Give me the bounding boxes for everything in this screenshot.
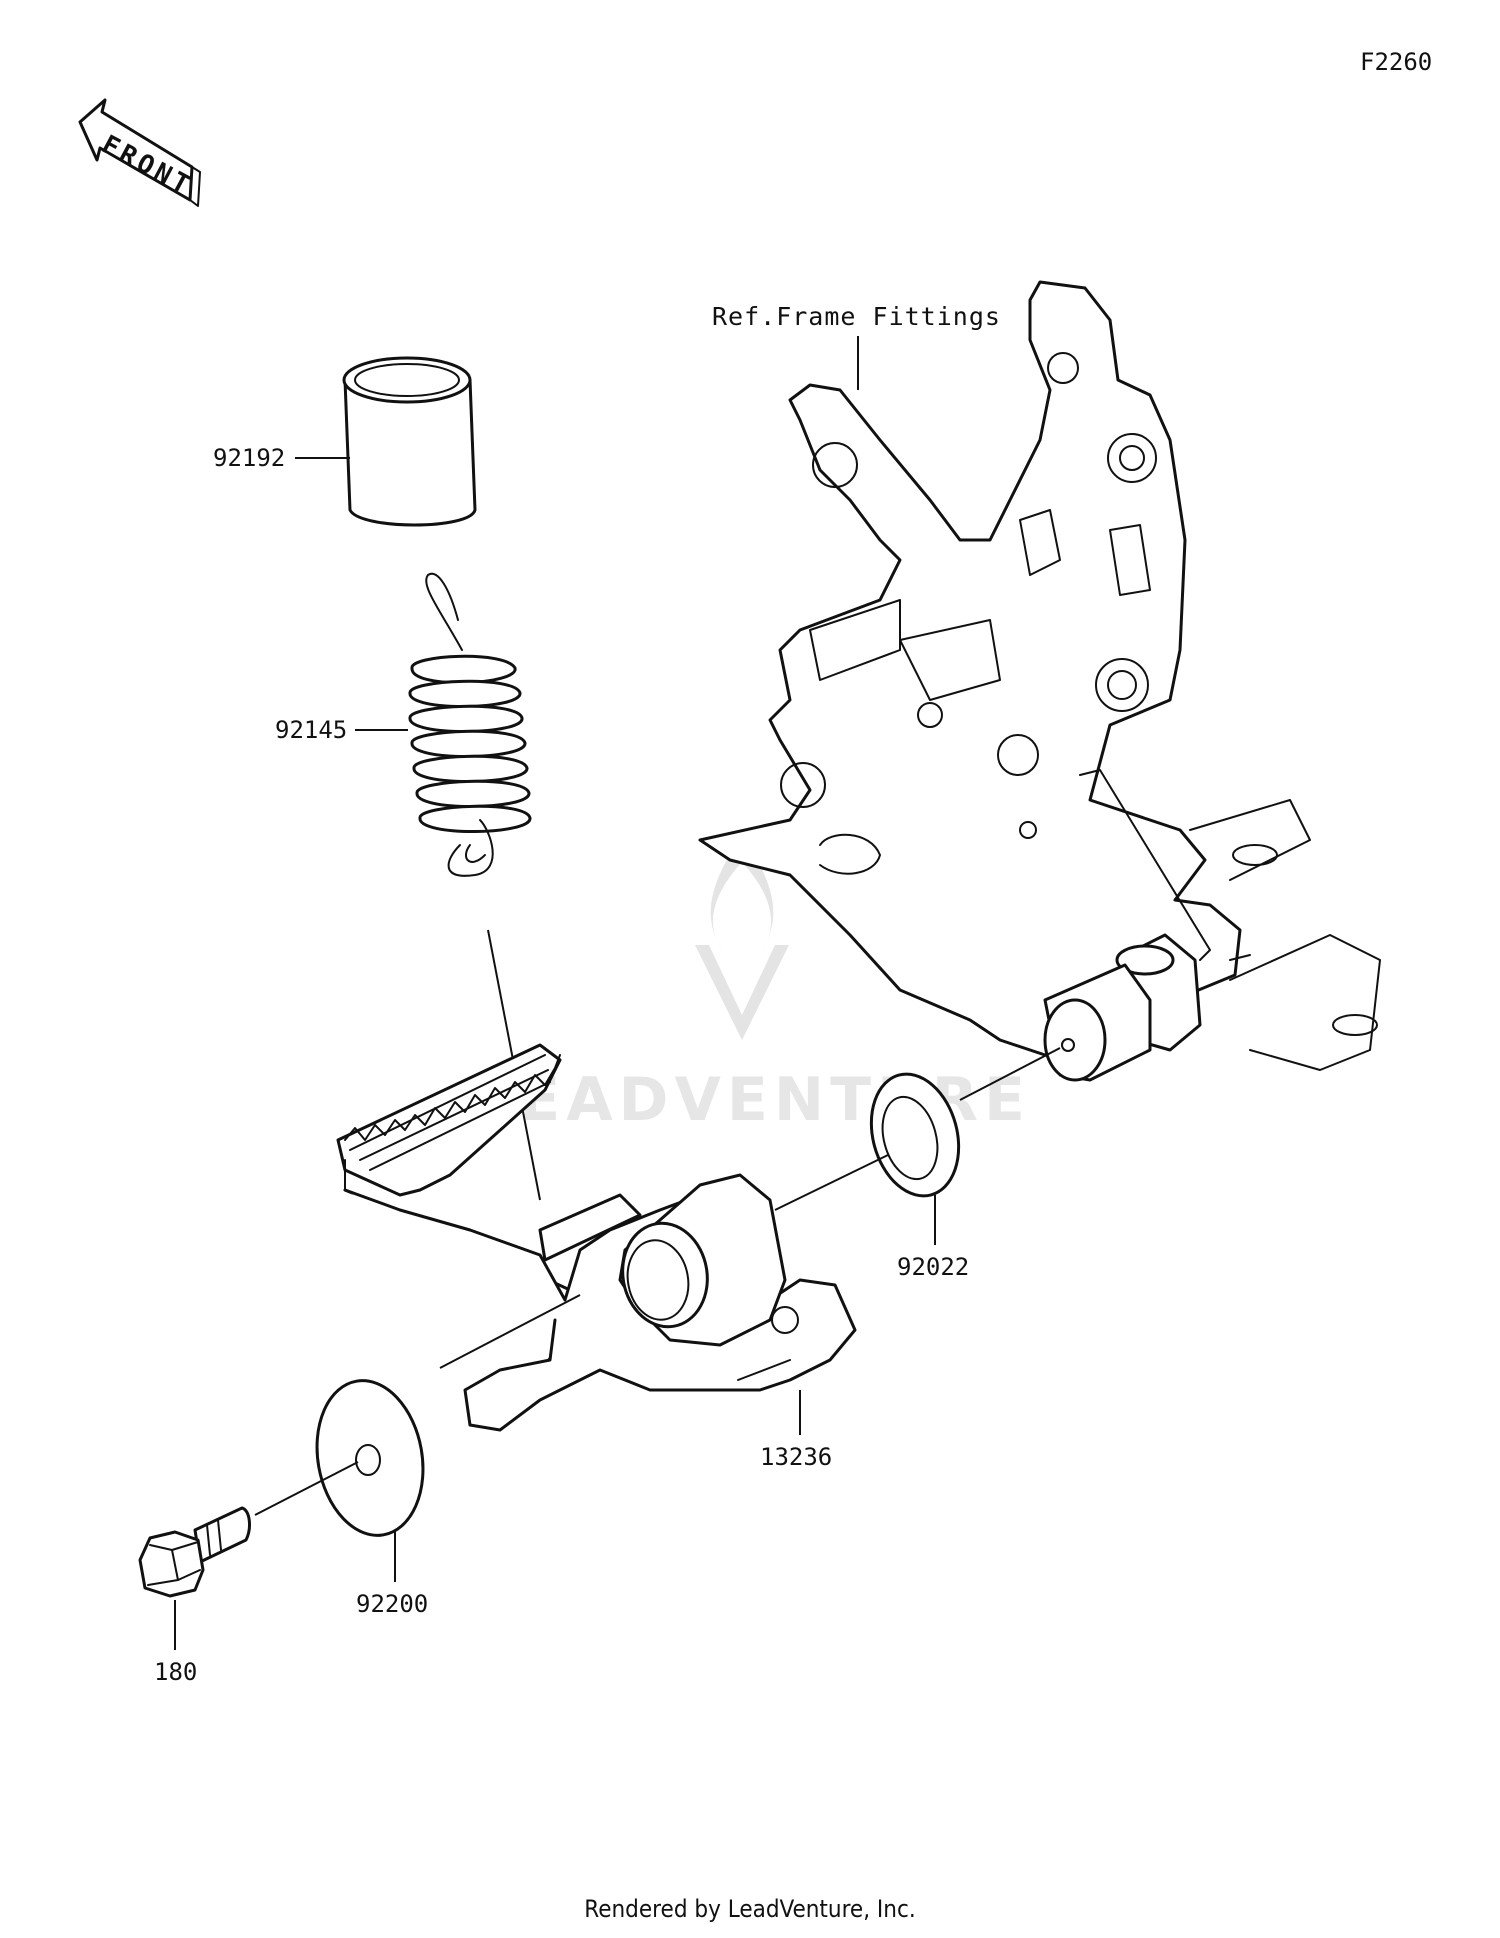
washer-92200	[315, 1379, 425, 1537]
label-92200: 92200	[356, 1590, 428, 1618]
label-13236: 13236	[760, 1443, 832, 1471]
bolt-180	[138, 1506, 251, 1598]
dust-seal-92192	[342, 356, 477, 527]
brake-pedal-13236	[336, 1043, 857, 1432]
pedal-tread	[344, 1054, 561, 1141]
label-92022: 92022	[897, 1253, 969, 1281]
washer-92022	[869, 1072, 961, 1198]
label-92192: 92192	[213, 444, 285, 472]
figure-code: F2260	[1360, 48, 1432, 76]
label-180: 180	[154, 1658, 197, 1686]
frame-fitting-bracket	[698, 280, 1381, 1071]
footer-credit: Rendered by LeadVenture, Inc.	[584, 1895, 916, 1923]
pivot-shaft	[1043, 933, 1202, 1082]
label-92145: 92145	[275, 716, 347, 744]
reference-label: Ref.Frame Fittings	[712, 302, 1001, 331]
front-arrow-icon: FRONT	[78, 98, 201, 207]
spring-92145	[408, 572, 532, 877]
